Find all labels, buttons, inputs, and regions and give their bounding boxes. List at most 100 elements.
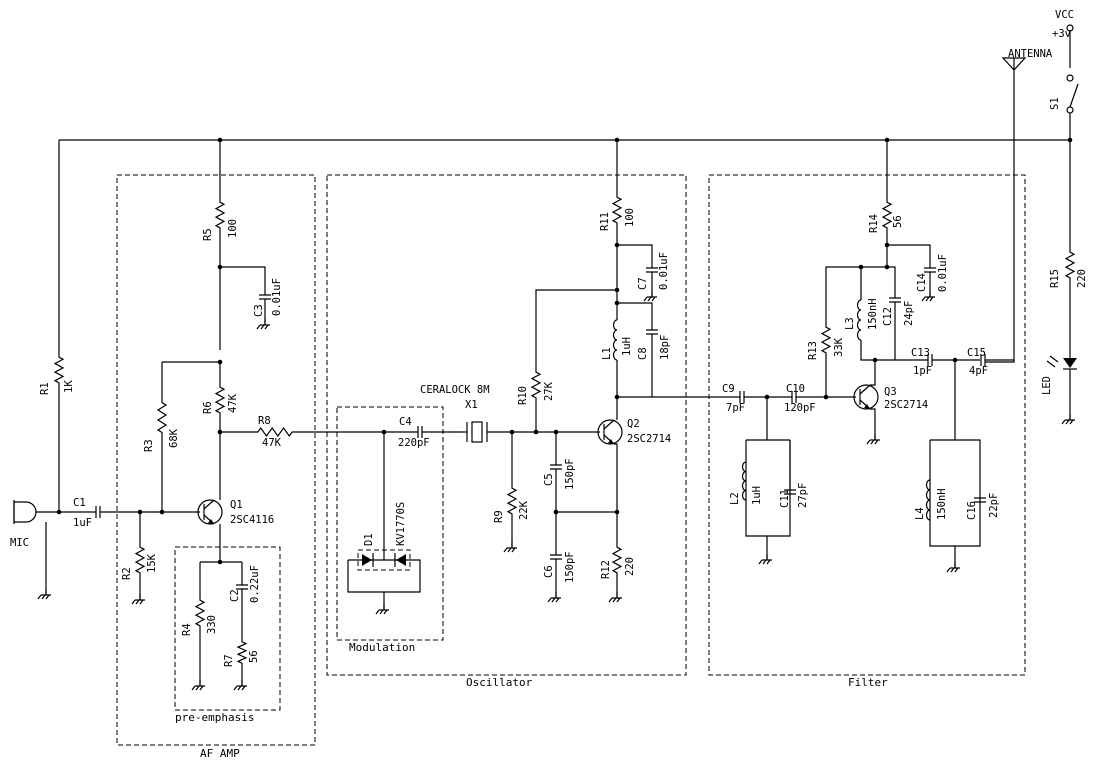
c6-value: 150pF [564, 551, 576, 583]
junction-dot [56, 509, 62, 515]
c5-ref: C5 [543, 473, 555, 486]
r11-value: 100 [624, 208, 636, 227]
r9-resistor [506, 486, 518, 516]
c10-capacitor [791, 391, 797, 403]
ground-symbol [131, 594, 145, 605]
c4-capacitor [417, 426, 423, 438]
q1-transistor [197, 499, 223, 525]
r13-ref: R13 [807, 341, 819, 360]
c3-value: 0.01uF [271, 278, 283, 316]
junction-dot [614, 137, 620, 143]
r9-ref: R9 [493, 510, 505, 523]
d1-part: KV1770S [395, 502, 407, 546]
r11-resistor [611, 195, 623, 225]
wire [617, 244, 653, 268]
r5-ref: R5 [202, 228, 214, 241]
wire [860, 340, 895, 361]
q1-part: 2SC4116 [230, 514, 274, 526]
antenna-feed [985, 58, 1015, 363]
c2-capacitor [236, 584, 248, 590]
led-label: LED [1041, 376, 1053, 395]
q2-part: 2SC2714 [627, 433, 671, 445]
r3-resistor [156, 400, 168, 435]
r6-resistor [214, 385, 226, 415]
r6-value: 47K [227, 393, 239, 413]
q3-collector-lead [859, 384, 871, 395]
r4-value: 330 [206, 615, 218, 634]
c3-ref: C3 [253, 304, 265, 317]
q1-ref: Q1 [230, 499, 243, 511]
c11-capacitor [784, 489, 796, 495]
ground-symbol [191, 680, 205, 691]
c9-ref: C9 [722, 383, 735, 395]
r2-value: 15K [146, 553, 158, 573]
r4-ref: R4 [181, 623, 193, 636]
ground-symbol [921, 291, 935, 302]
block-outlines [116, 174, 1026, 746]
pre-emphasis-label: pre-emphasis [175, 711, 254, 724]
r12-resistor [611, 545, 623, 575]
c11-ref: C11 [779, 489, 791, 508]
wire [870, 408, 876, 440]
l4-ref: L4 [914, 507, 926, 520]
wire [614, 443, 618, 545]
r2-resistor [134, 545, 146, 575]
wire [887, 244, 931, 268]
led-light-rays [1046, 355, 1059, 368]
r9-value: 22K [518, 500, 530, 520]
c7-value: 0.01uF [658, 252, 670, 290]
r15-resistor [1064, 250, 1076, 280]
r1-ref: R1 [39, 382, 51, 395]
modulation-label: Modulation [349, 641, 415, 654]
r13-resistor [820, 325, 832, 355]
s1-contact-top [1066, 74, 1074, 82]
ground-symbol [608, 592, 622, 603]
wire [535, 289, 617, 370]
q2-collector-lead [603, 419, 615, 430]
q2-transistor [597, 419, 623, 445]
c13-value: 1pF [913, 365, 932, 377]
af-amp-block [116, 174, 316, 746]
c5-capacitor [550, 464, 562, 470]
l4-inductor [925, 479, 931, 521]
r14-value: 56 [892, 215, 904, 228]
modulation-block [336, 406, 444, 641]
c1-capacitor [95, 506, 101, 518]
s1-switch-lever [1069, 83, 1079, 108]
c16-value: 22pF [988, 493, 1000, 518]
mic-icon [13, 501, 37, 523]
q3-transistor [853, 384, 879, 410]
c13-capacitor [927, 354, 933, 366]
components [13, 24, 1079, 691]
c4-value: 220pF [398, 437, 430, 449]
r12-value: 220 [624, 557, 636, 576]
r3-ref: R3 [143, 439, 155, 452]
s1-contact-bottom [1066, 106, 1074, 114]
r14-resistor [881, 200, 893, 230]
l3-inductor [856, 299, 862, 341]
ground-symbol [503, 542, 517, 553]
junction-dot [217, 137, 223, 143]
c12-value: 24pF [903, 301, 915, 326]
c7-ref: C7 [637, 277, 649, 290]
junction-dot [884, 137, 890, 143]
junction-dot [614, 287, 620, 293]
c16-ref: C16 [966, 501, 978, 520]
l4-value: 150nH [936, 488, 948, 520]
wire [617, 302, 653, 330]
r5-value: 100 [227, 219, 239, 238]
varicap-loop [347, 559, 421, 593]
r15-value: 220 [1076, 269, 1088, 288]
wire [887, 266, 896, 298]
wires [36, 30, 1073, 686]
c8-value: 18pF [659, 335, 671, 360]
c10-value: 120pF [784, 402, 816, 414]
c15-ref: C15 [967, 347, 986, 359]
c3-capacitor [259, 294, 271, 300]
pre-emphasis-block [174, 546, 281, 711]
mic-label: MIC [10, 537, 29, 549]
l2-inductor [741, 461, 747, 501]
l1-ref: L1 [601, 347, 613, 360]
led-icon [1063, 358, 1077, 368]
